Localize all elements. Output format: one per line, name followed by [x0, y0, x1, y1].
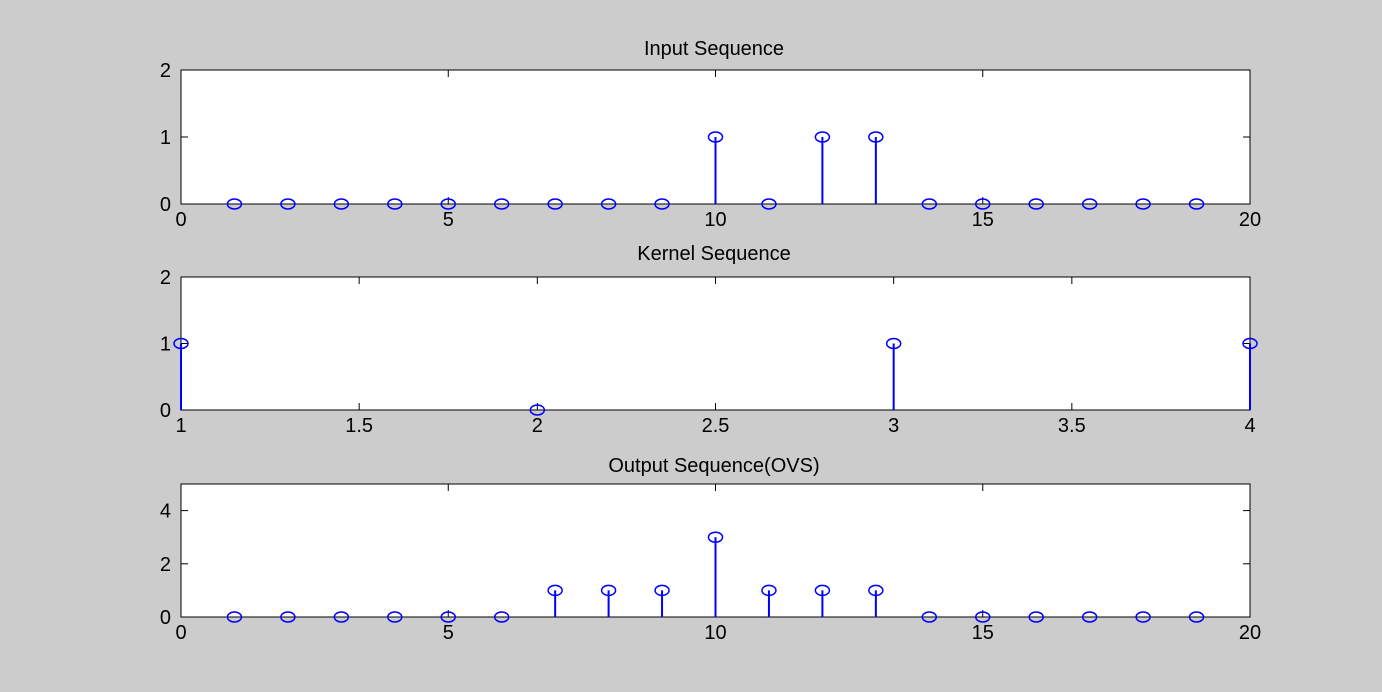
stem-marker	[280, 611, 296, 623]
y-tick-label: 2	[160, 554, 171, 576]
y-tick-label: 4	[160, 501, 171, 523]
stem-marker	[547, 584, 563, 597]
stem-marker	[921, 198, 938, 210]
y-tick-label: 2	[160, 267, 171, 289]
stem-marker	[761, 198, 777, 210]
x-tick-label: 15	[972, 209, 994, 231]
x-tick-label: 20	[1239, 209, 1261, 231]
stem-marker	[814, 584, 831, 597]
stem-marker	[975, 611, 991, 623]
stem-marker	[1081, 611, 1098, 623]
y-tick-label: 1	[160, 127, 171, 149]
stem-marker	[1081, 198, 1098, 210]
stem-marker	[814, 131, 831, 143]
stem-marker	[600, 198, 617, 210]
stem-marker	[547, 198, 563, 210]
stem-marker	[173, 337, 189, 350]
stem-marker	[333, 198, 350, 210]
stem-marker	[387, 611, 403, 623]
stem-marker	[707, 531, 724, 543]
stem-marker	[280, 198, 296, 210]
y-tick-label: 2	[160, 60, 171, 82]
stem-marker	[868, 131, 884, 143]
stem-marker	[333, 611, 350, 623]
axes-box	[180, 276, 1251, 411]
stem-marker	[440, 198, 456, 210]
stem-marker	[1028, 611, 1044, 623]
y-tick-label: 1	[160, 334, 171, 356]
stem-marker	[1188, 611, 1205, 623]
x-tick-label: 10	[704, 622, 726, 644]
stem-marker	[921, 611, 938, 623]
stem-marker	[1242, 337, 1258, 350]
stem-marker	[493, 611, 510, 623]
x-tick-label: 5	[443, 622, 454, 644]
x-tick-label: 1	[175, 415, 186, 437]
stem-marker	[975, 198, 991, 210]
x-tick-label: 0	[175, 209, 186, 231]
stem-marker	[761, 584, 777, 597]
stem-marker	[1188, 198, 1205, 210]
stem-marker	[440, 611, 456, 623]
stem-marker	[1028, 198, 1044, 210]
stem-marker	[1135, 611, 1151, 623]
kernel-sequence-title: Kernel Sequence	[637, 243, 790, 265]
x-tick-label: 4	[1244, 415, 1255, 437]
stem-marker	[493, 198, 510, 210]
stem-marker	[600, 584, 617, 597]
x-tick-label: 20	[1239, 622, 1261, 644]
y-tick-label: 0	[160, 400, 171, 422]
stem-marker	[529, 404, 546, 416]
x-tick-label: 10	[704, 209, 726, 231]
stem-marker	[654, 584, 670, 597]
stem-marker	[654, 198, 670, 210]
stem-marker	[868, 584, 884, 597]
x-tick-label: 3.5	[1058, 415, 1086, 437]
stem-marker	[885, 337, 902, 350]
stem-marker	[1135, 198, 1151, 210]
output-sequence-title: Output Sequence(OVS)	[608, 455, 819, 477]
y-tick-label: 0	[160, 194, 171, 216]
x-tick-label: 2	[532, 415, 543, 437]
x-tick-label: 3	[888, 415, 899, 437]
x-tick-label: 15	[972, 622, 994, 644]
y-tick-label: 0	[160, 607, 171, 629]
stem-marker	[226, 198, 243, 210]
output-sequence-plot: Output Sequence(OVS) 0 5 10 15 20 0 2 4	[160, 455, 1261, 644]
x-tick-label: 1.5	[345, 415, 373, 437]
x-tick-label: 2.5	[702, 415, 730, 437]
input-sequence-plot: Input Sequence 0 5 10 15 20 0 1 2	[160, 38, 1261, 231]
stem-marker	[387, 198, 403, 210]
x-tick-label: 5	[443, 209, 454, 231]
stem-marker	[707, 131, 724, 143]
stem-marker	[226, 611, 243, 623]
input-sequence-title: Input Sequence	[644, 38, 784, 60]
x-tick-label: 0	[175, 622, 186, 644]
